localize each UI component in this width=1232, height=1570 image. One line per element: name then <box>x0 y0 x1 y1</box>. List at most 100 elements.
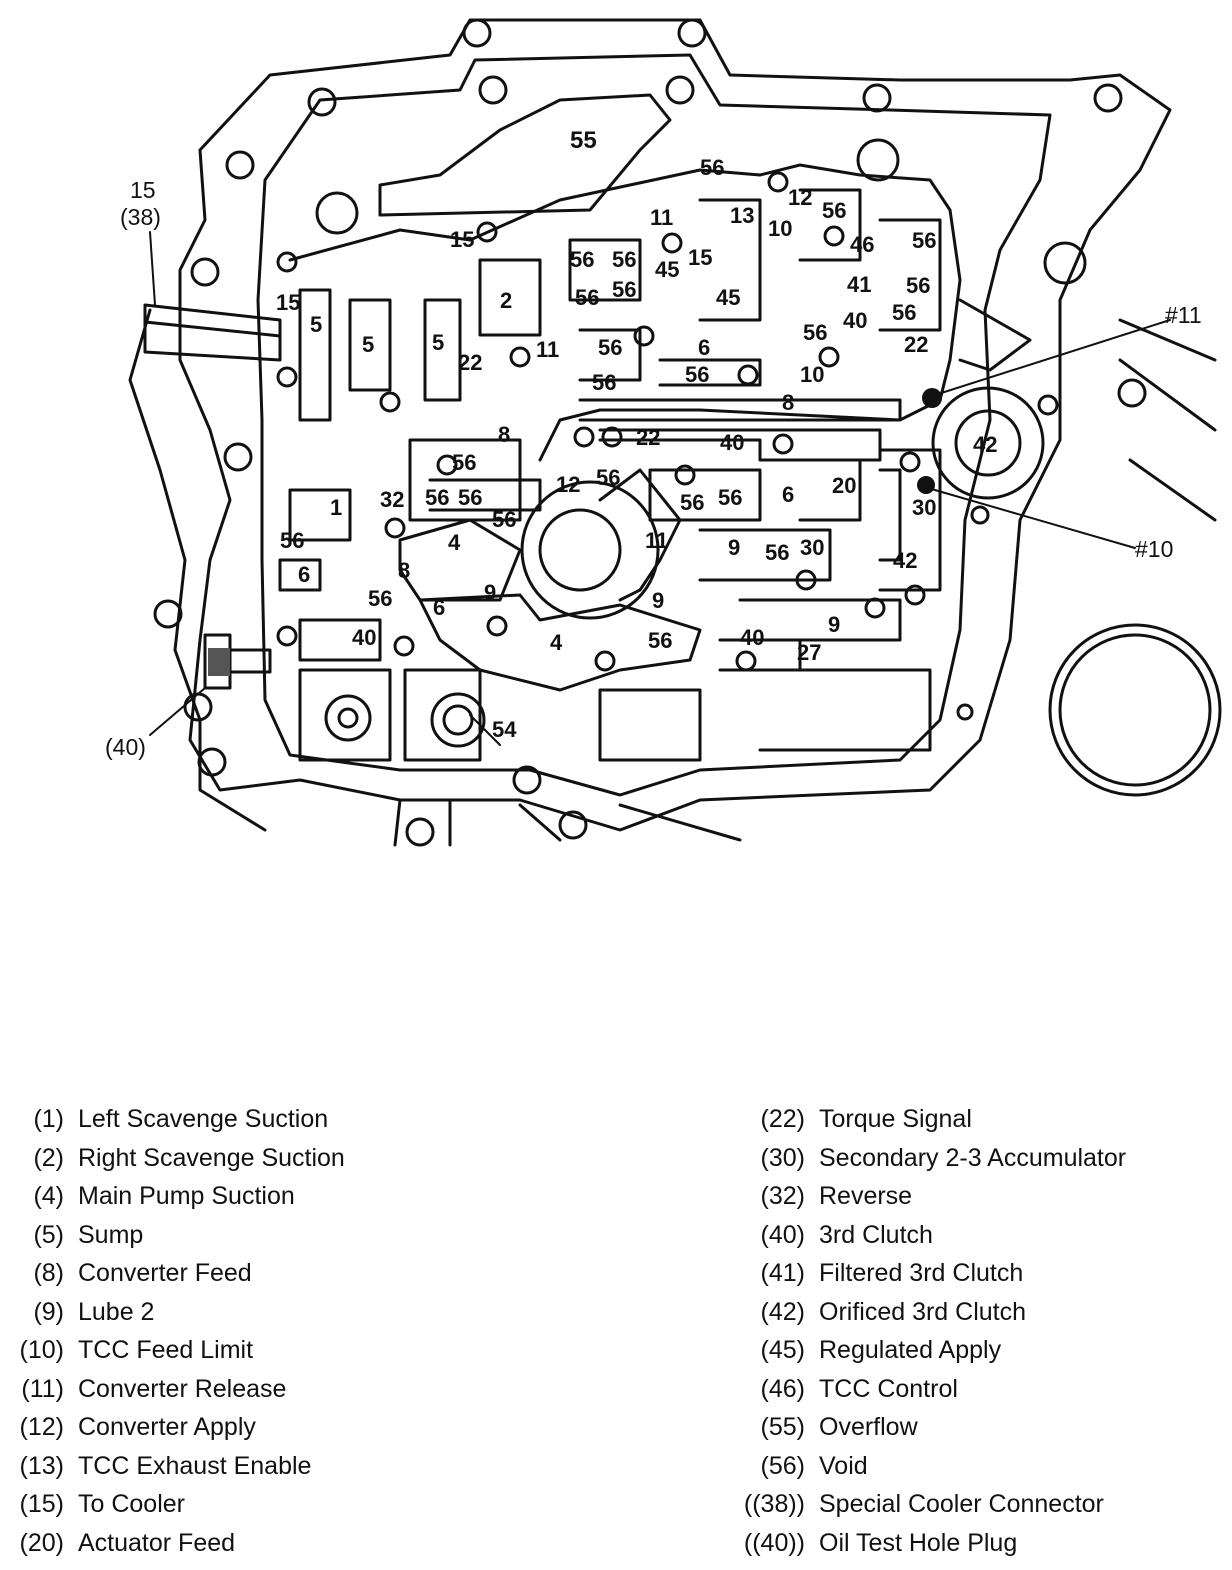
label-40: 40 <box>720 430 744 455</box>
label-12: 12 <box>556 472 580 497</box>
label-56: 56 <box>570 247 594 272</box>
leader-54 <box>469 714 501 746</box>
bolt-hole <box>1117 378 1147 408</box>
label-30: 30 <box>800 535 824 560</box>
bolt-hole <box>1043 241 1087 285</box>
label-45: 45 <box>716 285 740 310</box>
accumulator-bore <box>931 386 1045 500</box>
callout-15: 15 <box>130 177 156 203</box>
label-22: 22 <box>904 332 928 357</box>
label-15: 15 <box>276 290 300 315</box>
label-2: 2 <box>500 288 512 313</box>
bolt-hole <box>661 232 683 254</box>
bolt-hole <box>512 765 542 795</box>
label-42: 42 <box>973 432 997 457</box>
label-56: 56 <box>685 362 709 387</box>
label-56: 56 <box>700 155 724 180</box>
label-5: 5 <box>310 312 322 337</box>
bolt-hole <box>190 257 220 287</box>
label-6: 6 <box>782 482 794 507</box>
bolt-hole <box>315 191 359 235</box>
label-9: 9 <box>728 535 740 560</box>
legend-item: (40)3rd Clutch <box>760 1220 933 1249</box>
legend-item: (46)TCC Control <box>760 1374 958 1403</box>
seal-ring-outer <box>1048 623 1222 797</box>
bolt-hole <box>183 692 213 722</box>
label-9: 9 <box>484 580 496 605</box>
bolt-hole <box>735 650 757 672</box>
label-40: 40 <box>352 625 376 650</box>
legend-item: (42)Orificed 3rd Clutch <box>760 1297 1027 1326</box>
bolt-hole <box>862 83 892 113</box>
legend-item: (9)Lube 2 <box>33 1297 155 1326</box>
bolt-hole <box>674 464 696 486</box>
label-5: 5 <box>362 332 374 357</box>
legend-item: ((40))Oil Test Hole Plug <box>743 1528 1018 1557</box>
bolt-hole <box>509 346 531 368</box>
label-54: 54 <box>492 717 517 742</box>
label-10: 10 <box>768 216 792 241</box>
label-56: 56 <box>822 198 846 223</box>
bolt-hole <box>818 346 840 368</box>
legend-item: (32)Reverse <box>760 1182 913 1210</box>
bottom-lines <box>393 798 742 847</box>
label-9: 9 <box>828 612 840 637</box>
label-8: 8 <box>398 558 410 583</box>
bolt-hole <box>430 692 486 748</box>
legend-item: (1)Left Scavenge Suction <box>33 1105 329 1133</box>
legend-item: (4)Main Pump Suction <box>33 1182 295 1210</box>
leader-check-11 <box>934 319 1171 396</box>
callout-check-10: #10 <box>1135 536 1173 562</box>
bolt-hole <box>324 694 372 742</box>
bolt-hole <box>904 584 926 606</box>
label-56: 56 <box>592 370 616 395</box>
legend-item: (8)Converter Feed <box>33 1259 252 1287</box>
bolt-hole <box>594 650 616 672</box>
label-56: 56 <box>612 247 636 272</box>
legend-item: (13)TCC Exhaust Enable <box>19 1451 312 1480</box>
legend-item: (22)Torque Signal <box>760 1105 972 1133</box>
bolt-hole <box>1093 83 1123 113</box>
bolt-hole <box>442 704 474 736</box>
bolt-hole <box>307 87 337 117</box>
label-40: 40 <box>843 308 867 333</box>
label-30: 30 <box>912 495 936 520</box>
accumulator-inner <box>954 409 1022 477</box>
label-56: 56 <box>458 485 482 510</box>
bolt-hole <box>276 366 298 388</box>
bolt-hole <box>486 615 508 637</box>
leader-15-38 <box>149 231 156 306</box>
label-10: 10 <box>800 362 824 387</box>
center-bore-ring <box>520 480 660 620</box>
legend-item: (30)Secondary 2-3 Accumulator <box>760 1143 1127 1172</box>
lower-blocks <box>298 668 932 762</box>
bolt-hole <box>633 325 655 347</box>
legend-item: (15)To Cooler <box>19 1490 185 1518</box>
label-11: 11 <box>645 528 668 553</box>
label-56: 56 <box>648 628 672 653</box>
label-56: 56 <box>803 320 827 345</box>
bolt-hole <box>478 75 508 105</box>
bolt-hole <box>405 817 435 847</box>
label-6: 6 <box>433 595 445 620</box>
bolt-hole <box>601 426 623 448</box>
label-45: 45 <box>655 257 679 282</box>
legend-right: (22)Torque Signal (30)Secondary 2-3 Accu… <box>735 1100 1225 1562</box>
cooler-connector <box>143 303 282 362</box>
label-9: 9 <box>652 588 664 613</box>
label-56: 56 <box>765 540 789 565</box>
label-56: 56 <box>425 485 449 510</box>
label-6: 6 <box>298 562 310 587</box>
legend-item: (20)Actuator Feed <box>19 1528 236 1557</box>
callout-40: (40) <box>105 734 146 760</box>
label-56: 56 <box>598 335 622 360</box>
legend-item: (11)Converter Release <box>21 1374 287 1403</box>
bolt-hole <box>970 505 990 525</box>
legend-item: (2)Right Scavenge Suction <box>33 1143 345 1172</box>
leader-40 <box>149 687 206 736</box>
bolt-hole <box>558 810 588 840</box>
bolt-hole <box>864 597 886 619</box>
label-56: 56 <box>612 277 636 302</box>
seal-ring-inner <box>1058 633 1212 787</box>
label-56: 56 <box>892 300 916 325</box>
